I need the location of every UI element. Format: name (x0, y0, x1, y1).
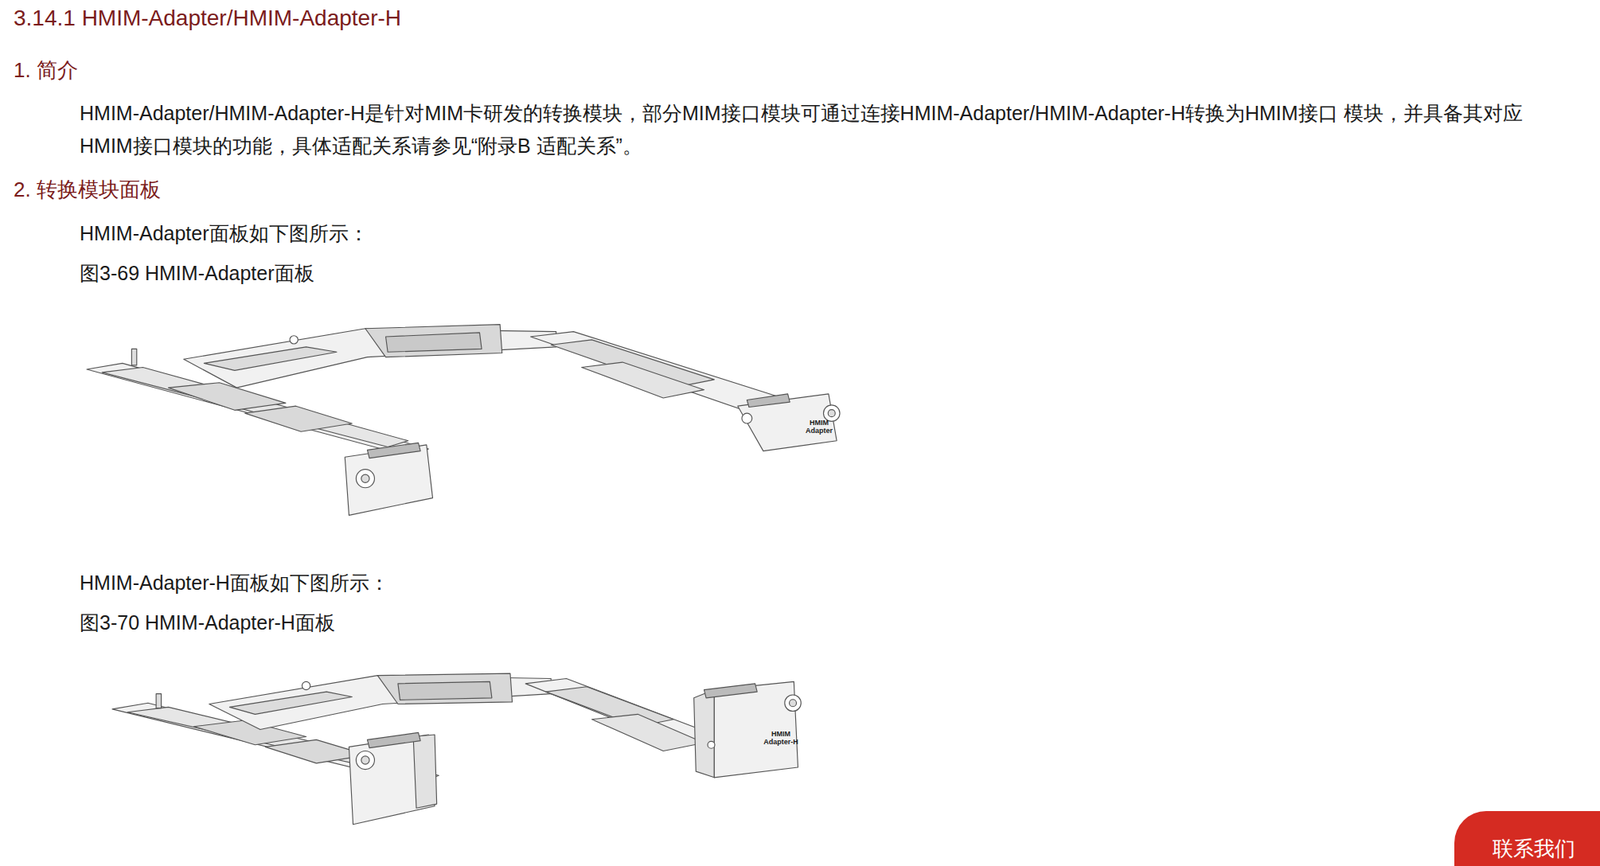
contact-button: 联系我们 (1454, 811, 1600, 866)
illustration-part (203, 347, 337, 371)
panel-marking: HMIM Adapter-H (758, 730, 804, 747)
illustration-part (301, 681, 310, 690)
illustration-part (131, 348, 137, 366)
illustration-part (737, 394, 837, 452)
illustration-part (112, 673, 801, 825)
illustration-part (366, 442, 421, 458)
illustration-part (707, 741, 715, 749)
illustration-part (386, 332, 482, 352)
illustration-part (168, 382, 286, 411)
illustration-part (413, 734, 437, 808)
illustration-part (746, 394, 790, 408)
illustration-part (355, 750, 375, 769)
illustration-part (365, 324, 503, 358)
body-text: HMIM-Adapter面板如下图所示： (79, 220, 369, 247)
illustration-part (86, 324, 840, 516)
illustration-part (355, 469, 375, 488)
illustration-part (156, 694, 161, 709)
panel-marking: HMIM Adapter (800, 419, 838, 436)
illustration-part (789, 699, 797, 707)
illustration-part (289, 335, 298, 344)
illustration-part (741, 413, 753, 424)
figure-caption: 图3-69 HMIM-Adapter面板 (79, 260, 315, 287)
figure-caption: 图3-70 HMIM-Adapter-H面板 (79, 609, 336, 637)
subsection-heading: 2. 转换模块面板 (13, 175, 161, 204)
illustration-part (377, 673, 512, 704)
illustration-part (704, 683, 758, 699)
illustration-part (581, 362, 705, 399)
illustration-part (366, 732, 421, 748)
button-label: 联系我们 (1492, 835, 1600, 863)
illustration-part (361, 756, 370, 765)
illustration-part (714, 681, 798, 777)
body-text: HMIM-Adapter-H面板如下图所示： (79, 569, 390, 597)
subsection-heading: 1. 简介 (13, 56, 79, 85)
illustration-part (229, 691, 352, 715)
body-paragraph: HMIM-Adapter/HMIM-Adapter-H是针对MIM卡研发的转换模… (79, 97, 1545, 163)
illustration-part (694, 690, 715, 778)
illustration-part (784, 694, 802, 712)
illustration-part (245, 405, 353, 432)
illustration-part (361, 474, 370, 483)
illustration-part (530, 331, 809, 419)
illustration-part (827, 409, 836, 418)
illustration-part (592, 714, 705, 751)
section-title: 3.14.1 HMIM-Adapter/HMIM-Adapter-H (13, 5, 402, 32)
illustration-part (398, 681, 492, 700)
